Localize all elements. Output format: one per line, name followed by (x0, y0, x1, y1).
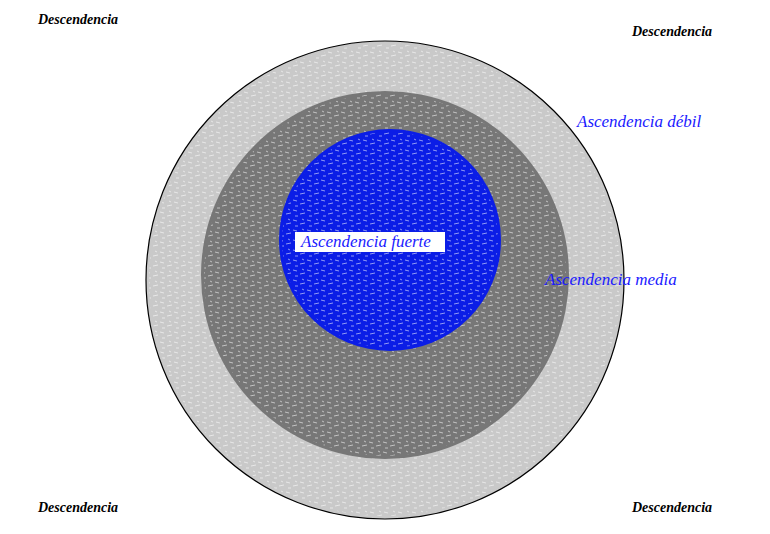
corner-label: Descendencia (38, 12, 118, 28)
zone-label: Ascendencia fuerte (295, 232, 445, 252)
strong-lift-core: Ascendencia fuerte (278, 128, 502, 352)
zone-label: Ascendencia media (545, 270, 677, 290)
weak-lift-ring: Ascendencia fuerteAscendencia mediaAscen… (145, 40, 625, 520)
zone-label: Ascendencia débil (577, 112, 701, 132)
corner-label: Descendencia (632, 500, 712, 516)
corner-label: Descendencia (632, 24, 712, 40)
corner-label: Descendencia (38, 500, 118, 516)
medium-lift-ring: Ascendencia fuerteAscendencia media (200, 90, 570, 460)
